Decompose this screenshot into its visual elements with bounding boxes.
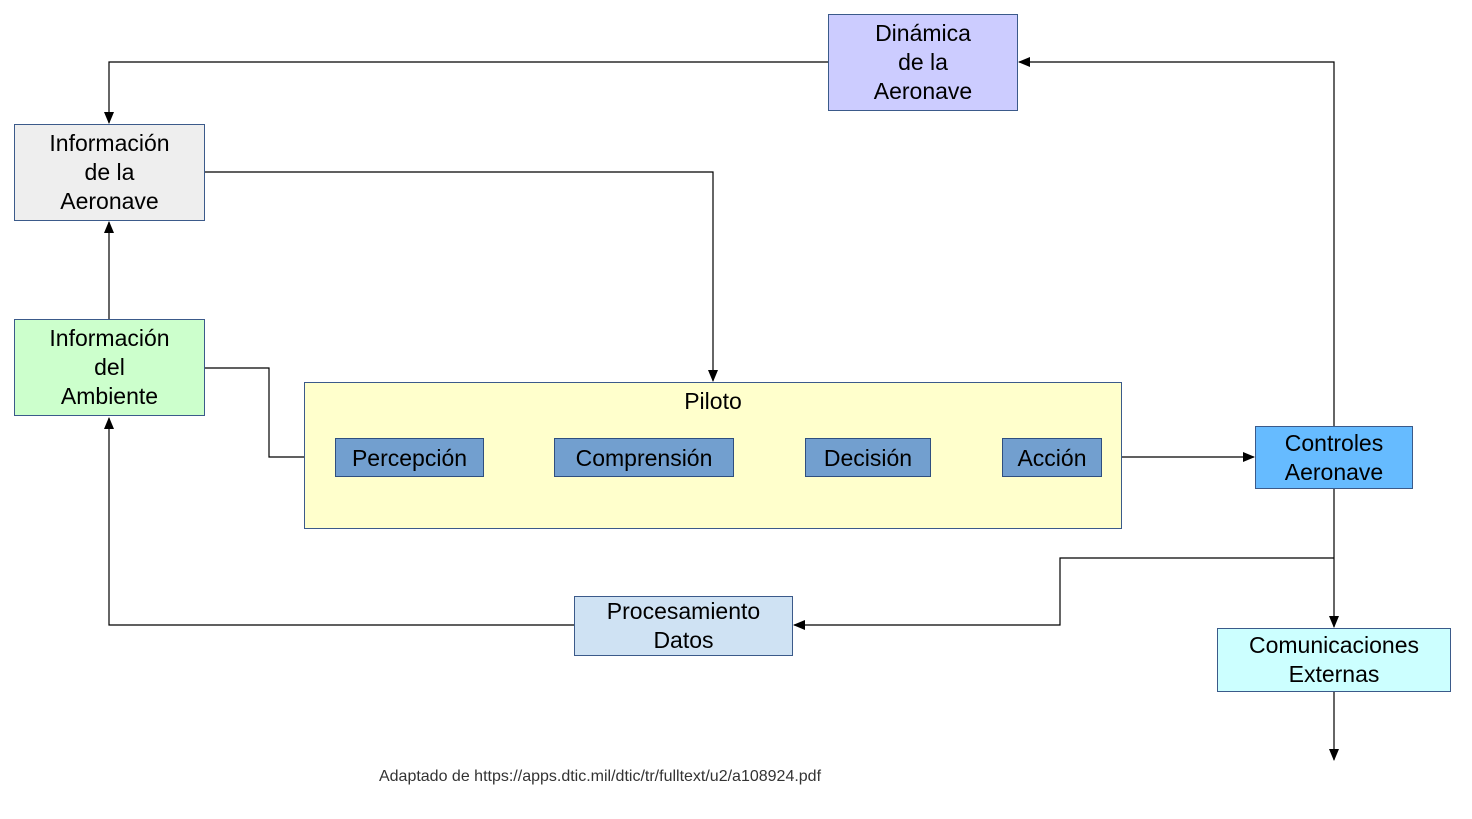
node-comunicaciones-externas: Comunicaciones Externas	[1217, 628, 1451, 692]
edge-info-ambiente-to-percepcion	[205, 367, 335, 462]
step-percepcion: Percepción	[335, 438, 484, 477]
edge-dinamica-to-info-aeronave	[104, 61, 828, 124]
node-dinamica-aeronave: Dinámica de la Aeronave	[828, 14, 1018, 111]
edge-info-aeronave-to-piloto	[205, 171, 718, 382]
edge-controles-to-procesamiento	[793, 557, 1334, 630]
piloto-title: Piloto	[684, 388, 742, 414]
node-procesamiento-datos: Procesamiento Datos	[574, 596, 793, 656]
edge-procesamiento-to-info-ambiente	[104, 417, 574, 626]
node-informacion-ambiente: Información del Ambiente	[14, 319, 205, 416]
step-accion: Acción	[1002, 438, 1102, 477]
node-informacion-aeronave: Información de la Aeronave	[14, 124, 205, 221]
step-comprension: Comprensión	[554, 438, 734, 477]
node-controles-aeronave: Controles Aeronave	[1255, 426, 1413, 489]
source-caption: Adaptado de https://apps.dtic.mil/dtic/t…	[378, 768, 822, 785]
step-decision: Decisión	[805, 438, 931, 477]
edge-controles-to-dinamica	[1018, 57, 1335, 426]
